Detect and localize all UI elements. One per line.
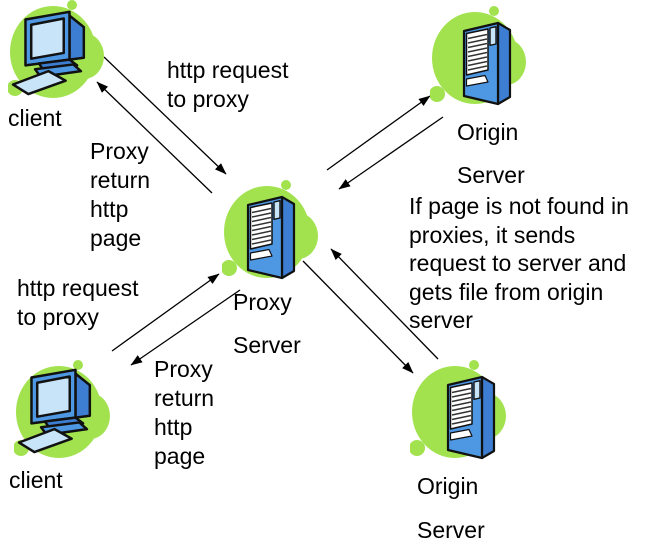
origin-top-label: Origin Server [457,119,525,188]
proxy-label: Proxy Server [233,289,301,358]
arrow-return-origin-bottom-to-proxy [330,248,439,360]
origin-bottom-label: Origin Server [417,473,485,538]
proxy-node [222,180,318,280]
origin-top-server-icon [462,21,512,106]
annotation-if-page-note: If page is not found in proxies, it send… [409,193,629,333]
origin-bottom-server-icon [446,375,496,460]
client-top-node [8,0,104,98]
annotation-proxy-return-bottom: Proxy return http page [154,356,215,469]
arrow-return-origin-top-to-proxy [338,116,444,190]
origin-bottom-node [410,360,506,460]
arrow-return-proxy-to-client-bottom [130,289,241,366]
arrow-request-proxy-to-origin-bottom [302,260,414,374]
client-bottom-node [14,360,110,458]
annotation-proxy-return-left: Proxy return http page [90,138,151,251]
arrow-return-proxy-to-client-top [96,81,213,194]
origin-top-node [430,6,526,106]
client-bottom-label: client [9,467,63,493]
client-top-label: client [8,105,62,131]
arrow-request-client-bottom-to-proxy [111,273,220,352]
annotation-http-request-left: http request to proxy [17,275,139,330]
proxy-server-icon [246,195,296,280]
annotation-http-request-top: http request to proxy [167,57,289,112]
arrow-request-proxy-to-origin-top [326,95,431,171]
arrow-request-client-top-to-proxy [103,56,227,175]
arrows-layer [96,56,444,374]
